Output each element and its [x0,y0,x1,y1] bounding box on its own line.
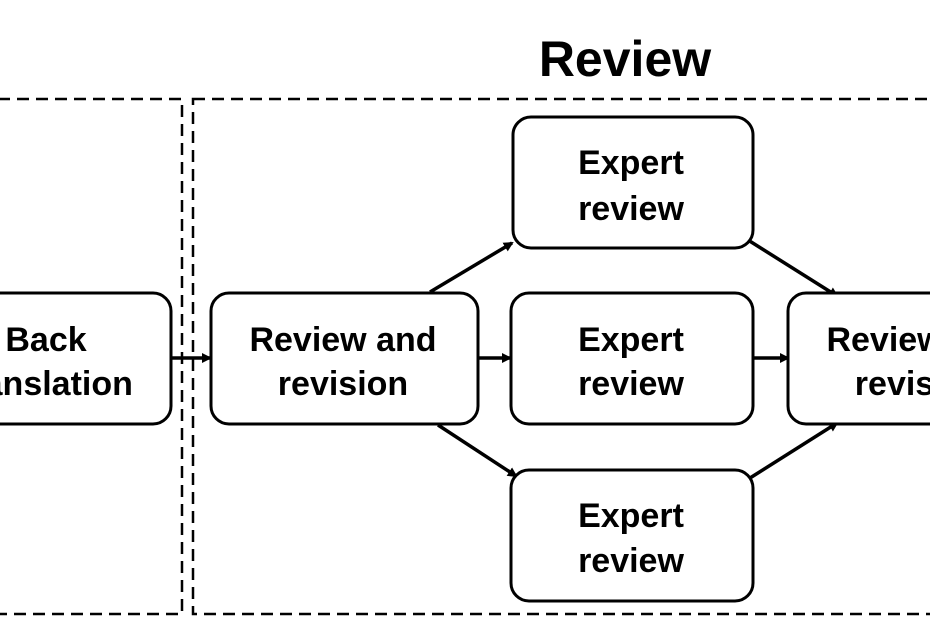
node-expert-review-bottom-line1: Expert [578,497,684,535]
node-back-translation-line2: translation [0,365,133,403]
arrow-review-to-expert-bottom [437,423,518,478]
node-review-and-revision-line2: revision [278,365,408,403]
node-expert-review-middle-line2: review [578,365,684,403]
node-expert-review-top-line1: Expert [578,144,684,182]
node-back-translation: Back translation [0,291,173,426]
node-expert-review-top-line2: review [578,190,684,228]
node-review-and-revision-final: Review and revision [786,291,930,426]
node-expert-review-bottom: Expert review [509,468,755,603]
node-review-and-revision-final-line2: revision [855,365,930,403]
arrow-expert-bottom-to-final [749,421,839,480]
node-review-and-revision: Review and revision [209,291,480,426]
node-back-translation-line1: Back [5,321,86,359]
arrow-expert-top-to-final [747,238,839,298]
review-section-frame [191,97,930,616]
node-expert-review-middle: Expert review [509,291,755,426]
node-expert-review-middle-line1: Expert [578,321,684,359]
node-expert-review-top: Expert review [511,115,755,250]
node-review-and-revision-final-line1: Review and [826,321,930,359]
arrow-review-to-expert-top [429,241,514,294]
node-expert-review-bottom-line2: review [578,542,684,580]
section-title: Review [539,31,711,87]
node-review-and-revision-line1: Review and [249,321,436,359]
